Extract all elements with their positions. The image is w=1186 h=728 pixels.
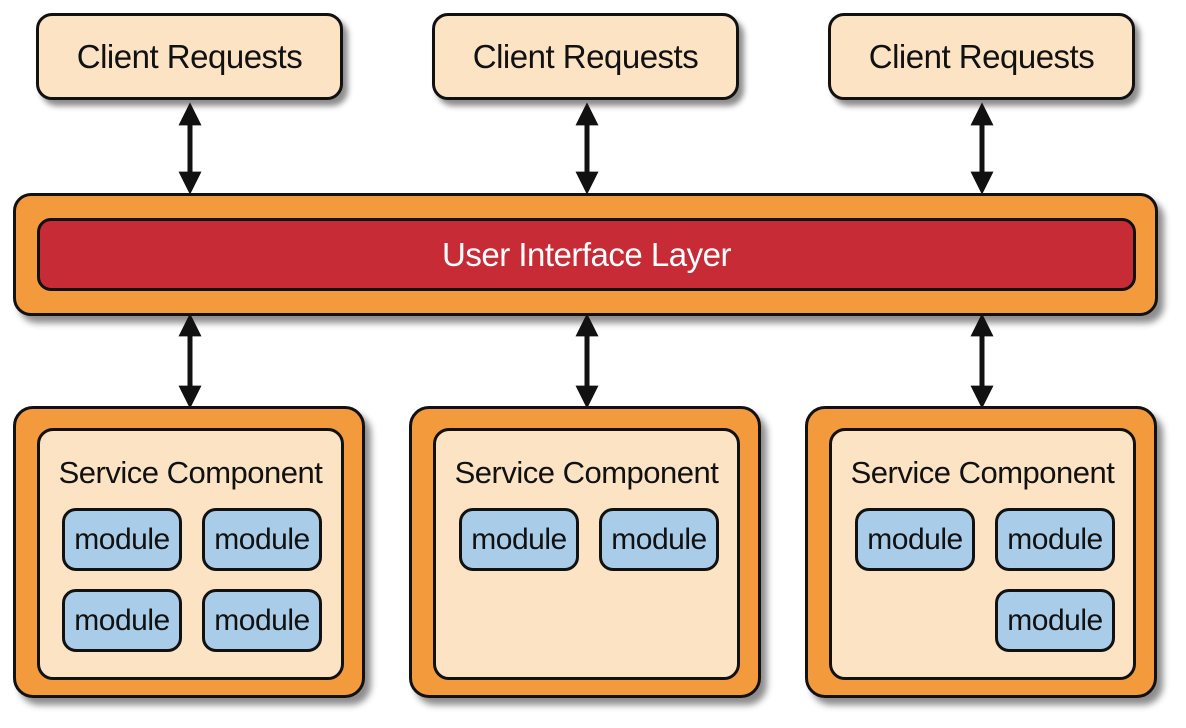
service-component-1: Service Component module module module m… [37,428,344,680]
user-interface-layer: User Interface Layer [37,218,1136,291]
module-box: module [459,508,579,571]
client-requests-label: Client Requests [76,37,303,75]
client-requests-label: Client Requests [868,37,1095,75]
user-interface-layer-label: User Interface Layer [442,235,731,273]
module-box: module [995,508,1115,571]
service-component-title: Service Component [58,455,323,490]
module-box: module [599,508,719,571]
module-box: module [62,589,182,652]
client-requests-box-3: Client Requests [828,13,1135,100]
service-component-3: Service Component module module module [829,428,1136,680]
module-box: module [202,508,322,571]
service-component-2: Service Component module module [433,428,740,680]
client-requests-label: Client Requests [472,37,699,75]
service-component-frame-3: Service Component module module module [805,406,1157,698]
client-requests-box-2: Client Requests [432,13,739,100]
service-component-title: Service Component [454,455,719,490]
module-box: module [202,589,322,652]
service-component-frame-2: Service Component module module [409,406,761,698]
service-component-title: Service Component [850,455,1115,490]
module-box: module [855,508,975,571]
module-box: module [62,508,182,571]
service-component-frame-1: Service Component module module module m… [13,406,365,698]
module-box: module [995,589,1115,652]
client-requests-box-1: Client Requests [36,13,343,100]
user-interface-layer-frame: User Interface Layer [13,193,1158,316]
